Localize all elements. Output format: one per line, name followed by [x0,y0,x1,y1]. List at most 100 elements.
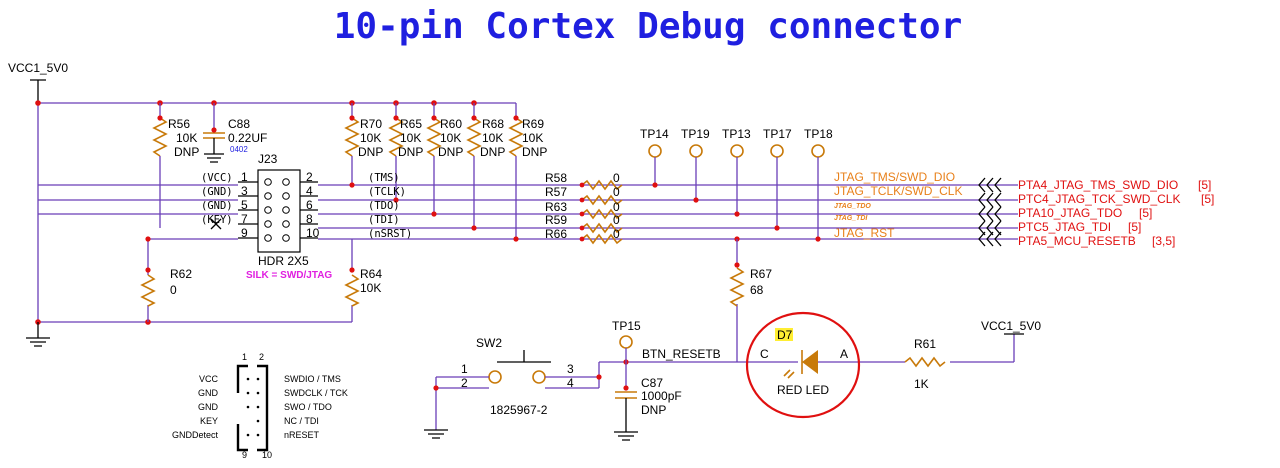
svg-text:10: 10 [262,450,272,460]
svg-text:SWDCLK / TCK: SWDCLK / TCK [284,388,348,398]
svg-text:4: 4 [567,376,574,390]
svg-text:0: 0 [613,213,620,227]
key-no-connect [210,218,222,230]
pinout-legend: 1 2 9 10 VCC GND GND KEY GNDDetect SWDIO… [172,352,348,460]
svg-text:3: 3 [241,184,248,198]
svg-text:VCC1_5V0: VCC1_5V0 [981,319,1041,333]
svg-text:10K: 10K [482,131,503,145]
svg-text:R61: R61 [914,337,936,351]
resistor-r56: R56 10K DNP [152,103,199,228]
svg-text:TP15: TP15 [612,319,641,333]
svg-text:10K: 10K [176,131,197,145]
svg-text:10K: 10K [522,131,543,145]
ground-icon [424,429,448,439]
series-resistors: R58 R57 R63 R59 R66 0 0 0 0 0 [545,171,623,245]
svg-text:5: 5 [241,198,248,212]
svg-text:(GND): (GND) [201,186,233,198]
svg-text:[5]: [5] [1128,220,1141,234]
svg-text:10K: 10K [400,131,421,145]
svg-text:R62: R62 [170,267,192,281]
svg-text:1000pF: 1000pF [641,389,682,403]
svg-text:TP17: TP17 [763,127,792,141]
page-title: 10-pin Cortex Debug connector [334,6,963,47]
svg-text:R67: R67 [750,267,772,281]
svg-text:10K: 10K [360,131,381,145]
resistor-r69: R69 10K DNP [508,103,547,239]
svg-text:SW2: SW2 [476,336,502,350]
svg-text:2: 2 [461,376,468,390]
svg-text:PTA10_JTAG_TDO: PTA10_JTAG_TDO [1018,206,1122,220]
svg-text:nRESET: nRESET [284,430,320,440]
svg-text:D7: D7 [777,328,793,342]
annotation-circle [745,311,861,419]
svg-text:10K: 10K [360,281,381,295]
svg-text:0: 0 [613,185,620,199]
svg-text:PTA5_MCU_RESETB: PTA5_MCU_RESETB [1018,234,1136,248]
svg-text:1K: 1K [914,377,929,391]
svg-text:[5]: [5] [1198,178,1211,192]
svg-text:1: 1 [242,352,247,362]
svg-text:JTAG_TCLK/SWD_CLK: JTAG_TCLK/SWD_CLK [834,184,962,198]
svg-text:(KEY): (KEY) [201,214,233,226]
svg-text:7: 7 [241,212,248,226]
svg-text:10: 10 [306,226,320,240]
svg-text:C87: C87 [641,376,663,390]
svg-text:TP14: TP14 [640,127,669,141]
header-j23: J23 HDR 2X5 SILK = SWD/JTAG [238,152,332,281]
svg-text:[5]: [5] [1201,192,1214,206]
svg-text:DNP: DNP [174,145,199,159]
svg-text:GNDDetect: GNDDetect [172,430,219,440]
svg-text:PTC4_JTAG_TCK_SWD_CLK: PTC4_JTAG_TCK_SWD_CLK [1018,192,1181,206]
svg-text:9: 9 [242,450,247,460]
svg-text:KEY: KEY [200,416,218,426]
svg-text:8: 8 [306,212,313,226]
svg-text:3: 3 [567,362,574,376]
svg-text:(TDI): (TDI) [368,214,400,226]
resistor-r70: R70 10K DNP [344,103,383,185]
svg-text:R69: R69 [522,117,544,131]
svg-text:[5]: [5] [1139,206,1152,220]
svg-text:TP13: TP13 [722,127,751,141]
testpoints: TP14 TP19 TP13 TP17 TP18 [640,127,833,242]
svg-text:NC / TDI: NC / TDI [284,416,319,426]
svg-text:A: A [840,347,848,361]
svg-text:SWDIO / TMS: SWDIO / TMS [284,374,341,384]
svg-text:(TCLK): (TCLK) [368,186,406,198]
svg-text:R60: R60 [440,117,462,131]
silk-label: SILK = SWD/JTAG [246,270,332,281]
svg-text:R70: R70 [360,117,382,131]
svg-text:DNP: DNP [641,403,666,417]
svg-text:PTC5_JTAG_TDI: PTC5_JTAG_TDI [1018,220,1111,234]
svg-text:0: 0 [170,283,177,297]
svg-text:R58: R58 [545,171,567,185]
btn-resetb-net: BTN_RESETB [642,347,721,361]
svg-text:HDR 2X5: HDR 2X5 [258,254,309,268]
svg-text:C: C [760,347,769,361]
svg-text:R63: R63 [545,200,567,214]
svg-text:R56: R56 [168,117,190,131]
svg-text:0: 0 [613,171,620,185]
svg-text:JTAG_RST: JTAG_RST [834,226,895,240]
svg-text:(VCC): (VCC) [201,172,233,184]
svg-text:PTA4_JTAG_TMS_SWD_DIO: PTA4_JTAG_TMS_SWD_DIO [1018,178,1178,192]
offpage-connectors [978,177,1002,247]
svg-text:R68: R68 [482,117,504,131]
svg-text:J23: J23 [258,152,278,166]
svg-text:1825967-2: 1825967-2 [490,403,548,417]
resistor-r61: R61 1K VCC1_5V0 [904,319,1041,391]
svg-text:VCC: VCC [199,374,219,384]
resistor-r68: R68 10K DNP [466,103,505,228]
svg-text:DNP: DNP [438,145,463,159]
svg-text:(TMS): (TMS) [368,172,400,184]
svg-text:JTAG_TMS/SWD_DIO: JTAG_TMS/SWD_DIO [834,170,955,184]
resistor-r67: R67 68 [729,236,772,362]
svg-text:R65: R65 [400,117,422,131]
capacitor-c88: C88 0.22UF 0402 [203,103,267,163]
svg-text:2: 2 [306,170,313,184]
svg-text:1: 1 [461,362,468,376]
svg-text:R64: R64 [360,267,382,281]
svg-text:JTAG_TDI: JTAG_TDI [834,215,868,222]
vcc-top-label: VCC1_5V0 [8,61,68,75]
led-d7: D7 C A RED LED [737,311,905,419]
